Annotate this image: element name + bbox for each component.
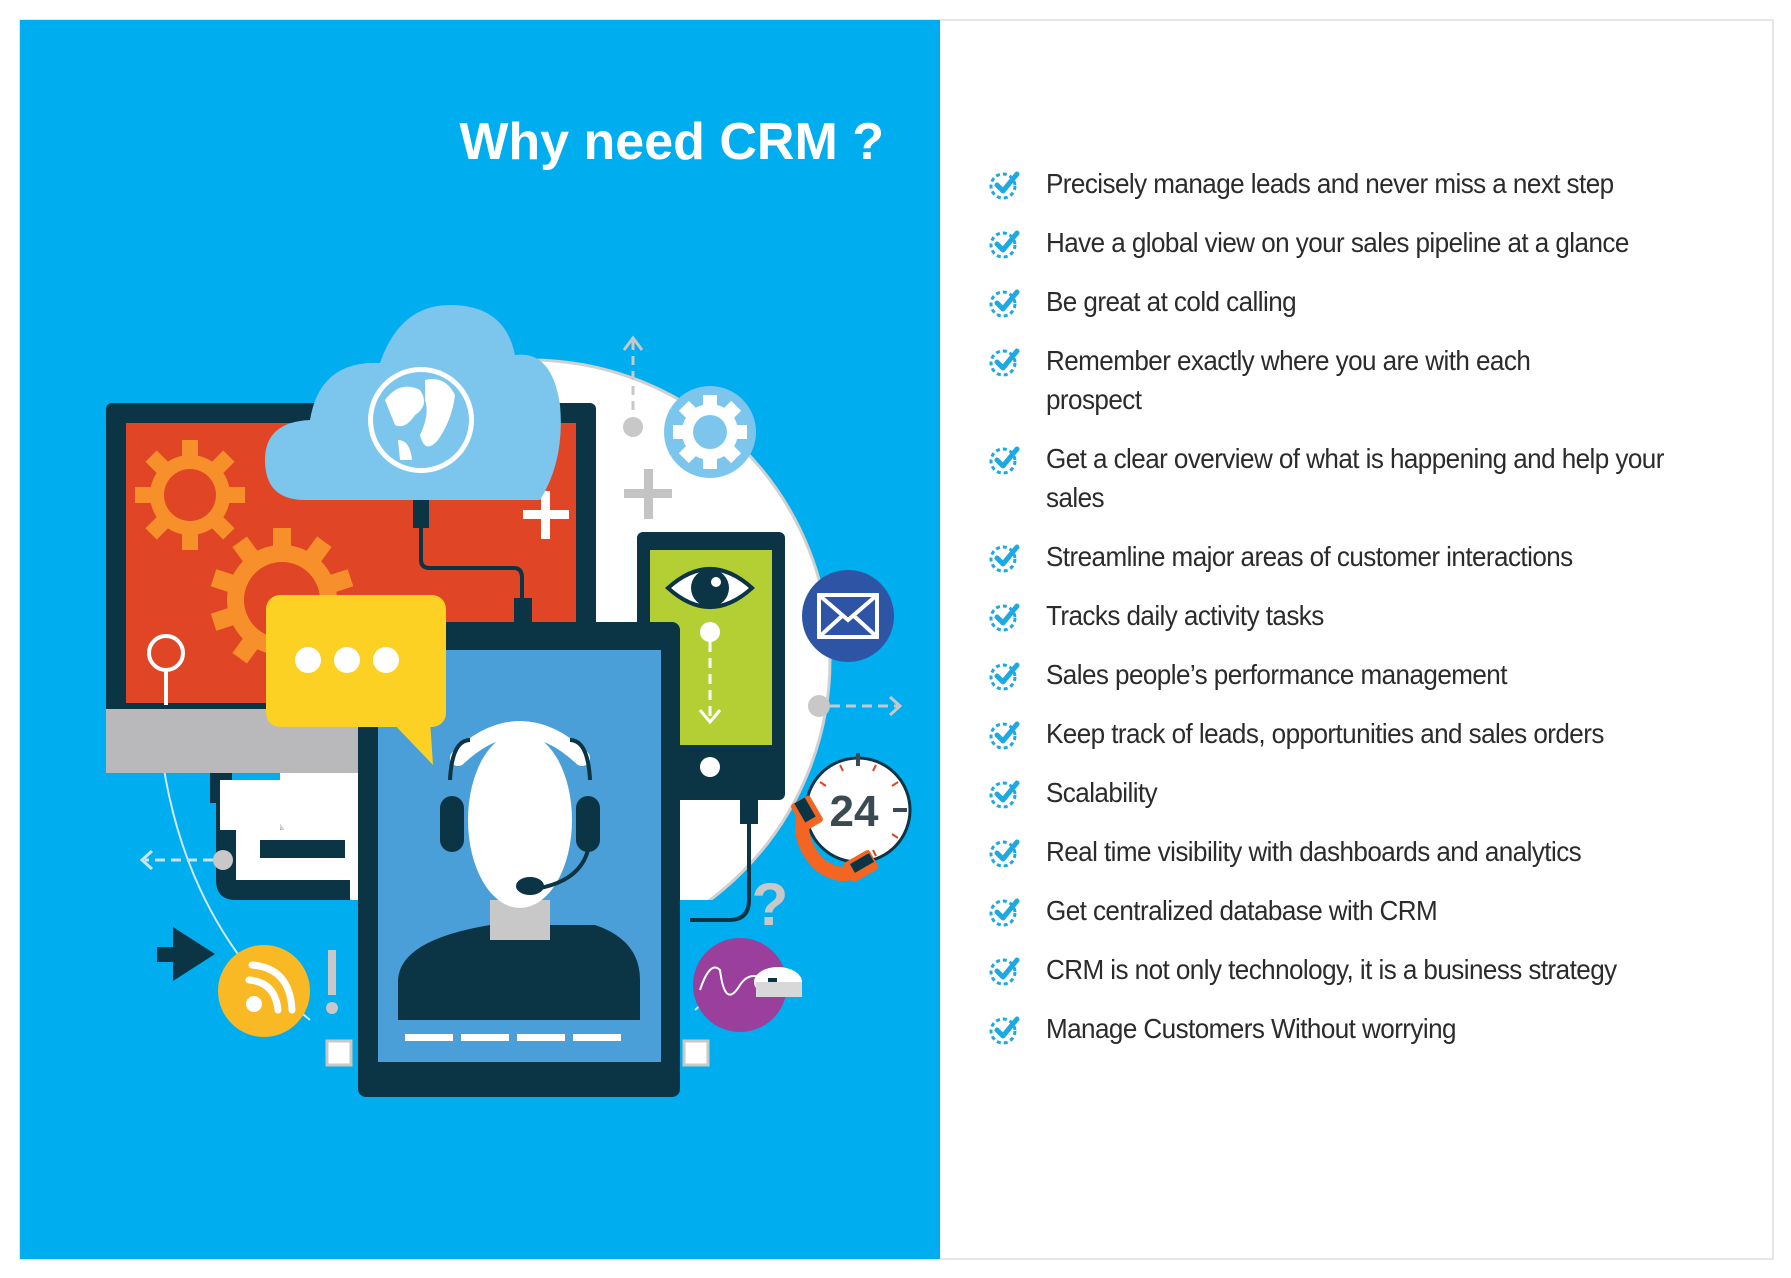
tablet-agent-icon xyxy=(358,622,680,1097)
arrow-right-dashed-icon xyxy=(808,695,903,717)
list-item-text: Get a clear overview of what is happenin… xyxy=(1046,443,1664,513)
benefits-panel: Precisely manage leads and never miss a … xyxy=(940,20,1774,1259)
check-circle-icon xyxy=(989,898,1020,927)
list-item-text: Sales people’s performance management xyxy=(1046,659,1507,690)
benefits-list: Precisely manage leads and never miss a … xyxy=(988,164,1728,1068)
check-circle-icon xyxy=(989,289,1020,318)
check-circle-icon xyxy=(989,1016,1020,1045)
illustration-panel: 24 ? xyxy=(20,20,940,1259)
list-item-text: Get centralized database with CRM xyxy=(1046,895,1438,926)
check-circle-icon xyxy=(989,544,1020,573)
list-item-text: Be great at cold calling xyxy=(1046,286,1297,317)
check-circle-icon xyxy=(989,230,1020,259)
check-circle-icon xyxy=(989,721,1020,750)
list-item: Be great at cold calling xyxy=(988,282,1728,321)
list-item: CRM is not only technology, it is a busi… xyxy=(988,950,1728,989)
cloud-globe-icon xyxy=(265,305,561,626)
svg-text:24: 24 xyxy=(830,787,879,836)
list-item-text: Have a global view on your sales pipelin… xyxy=(1046,227,1629,258)
phone-icon xyxy=(791,795,879,882)
list-item-text: Remember exactly where you are with each… xyxy=(1046,345,1531,415)
gear-icon xyxy=(664,386,756,478)
check-circle-icon xyxy=(989,957,1020,986)
list-item: Have a global view on your sales pipelin… xyxy=(988,223,1728,262)
check-circle-icon xyxy=(989,603,1020,632)
check-circle-icon xyxy=(989,171,1020,200)
chat-bubble-icon xyxy=(266,595,446,765)
list-item-text: Tracks daily activity tasks xyxy=(1046,600,1324,631)
list-item-text: Keep track of leads, opportunities and s… xyxy=(1046,718,1604,749)
list-item-text: Scalability xyxy=(1046,777,1158,808)
question-icon: ? xyxy=(752,871,789,938)
check-circle-icon xyxy=(989,780,1020,809)
list-item-text: Streamline major areas of customer inter… xyxy=(1046,541,1573,572)
arrow-left-dashed-icon xyxy=(139,849,233,871)
list-item: Get a clear overview of what is happenin… xyxy=(988,439,1728,517)
node-square xyxy=(682,1039,710,1067)
list-item: Keep track of leads, opportunities and s… xyxy=(988,714,1728,753)
list-item: Remember exactly where you are with each… xyxy=(988,341,1728,419)
arrow-right-icon xyxy=(157,927,215,981)
list-item: Scalability xyxy=(988,773,1728,812)
clock-24-icon: 24 xyxy=(804,753,912,864)
check-circle-icon xyxy=(989,839,1020,868)
check-circle-icon xyxy=(989,662,1020,691)
list-item-text: Precisely manage leads and never miss a … xyxy=(1046,168,1614,199)
list-item-text: Manage Customers Without worrying xyxy=(1046,1013,1457,1044)
crm-illustration: 24 ? xyxy=(20,305,912,1259)
list-item: Real time visibility with dashboards and… xyxy=(988,832,1728,871)
list-item: Precisely manage leads and never miss a … xyxy=(988,164,1728,203)
rss-icon xyxy=(218,945,310,1037)
list-item: Manage Customers Without worrying xyxy=(988,1009,1728,1048)
list-item: Streamline major areas of customer inter… xyxy=(988,537,1728,576)
gray-plus-icon xyxy=(624,469,672,519)
plus-icon xyxy=(523,491,569,539)
list-item-text: CRM is not only technology, it is a busi… xyxy=(1046,954,1617,985)
arrow-up-icon xyxy=(622,335,644,437)
mouse-icon xyxy=(693,938,802,1032)
mail-icon xyxy=(802,570,894,662)
list-item: Sales people’s performance management xyxy=(988,655,1728,694)
list-item-text: Real time visibility with dashboards and… xyxy=(1046,836,1582,867)
check-circle-icon xyxy=(989,446,1020,475)
list-item: Get centralized database with CRM xyxy=(988,891,1728,930)
list-item: Tracks daily activity tasks xyxy=(988,596,1728,635)
magnifier-icon xyxy=(147,634,185,705)
exclamation-icon xyxy=(326,950,338,1014)
node-square xyxy=(325,1039,353,1067)
page-title: Why need CRM ? xyxy=(459,113,884,171)
check-circle-icon xyxy=(989,348,1020,377)
